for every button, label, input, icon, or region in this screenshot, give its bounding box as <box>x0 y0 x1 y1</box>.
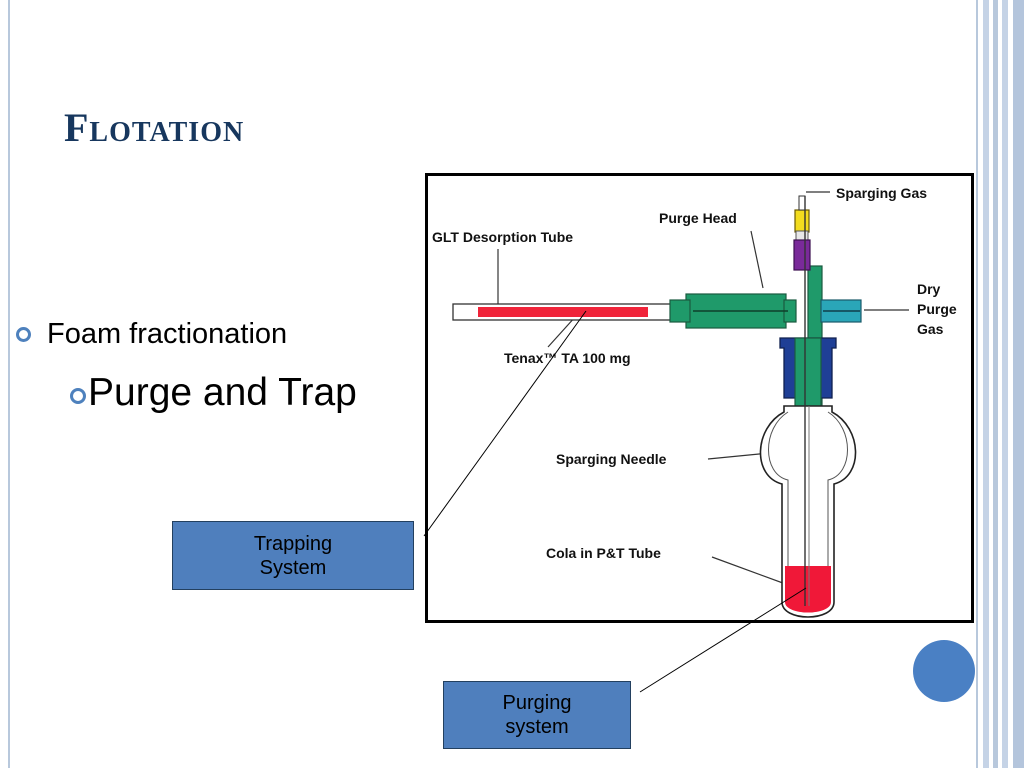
leader-cola <box>711 556 792 587</box>
bullet-ring-icon <box>16 327 31 342</box>
label-purge: Purge <box>917 301 957 317</box>
right-border-stripe <box>976 0 978 768</box>
leader-tenax <box>547 315 577 348</box>
right-border-stripe <box>1002 0 1008 768</box>
accent-circle <box>913 640 975 702</box>
left-border-rule <box>8 0 10 768</box>
diagram-canvas: Sparging Gas Purge Head GLT Desorption T… <box>432 185 957 618</box>
label-gas: Gas <box>917 321 944 337</box>
label-sparging-gas: Sparging Gas <box>836 185 927 201</box>
label-glt-tube: GLT Desorption Tube <box>432 229 573 245</box>
right-border-stripe <box>1013 0 1024 768</box>
label-cola: Cola in P&T Tube <box>546 545 661 561</box>
right-border-stripe <box>993 0 998 768</box>
label-purge-head: Purge Head <box>659 210 737 226</box>
purging-connector <box>639 587 807 693</box>
label-sparging-needle: Sparging Needle <box>556 451 667 467</box>
bullet-foam-fractionation: Foam fractionation <box>47 318 288 350</box>
trapping-connector <box>423 310 587 537</box>
leader-purge-head <box>750 230 764 289</box>
callout-trapping-label: Trapping System <box>253 532 333 579</box>
cola-liquid <box>785 566 831 613</box>
label-dry: Dry <box>917 281 941 297</box>
label-tenax: Tenax™ TA 100 mg <box>504 350 631 366</box>
purge-trap-diagram: Sparging Gas Purge Head GLT Desorption T… <box>425 173 974 623</box>
callout-purging-system: Purging system <box>443 681 631 749</box>
pt-tube-glass <box>759 405 857 618</box>
right-border-stripe <box>983 0 989 768</box>
tenax-sorbent-bed <box>478 307 648 317</box>
callout-trapping-system: Trapping System <box>172 521 414 590</box>
bullet-ring-icon <box>70 388 86 404</box>
callout-purging-label: Purging system <box>502 692 572 738</box>
bullet-purge-and-trap: Purge and Trap <box>88 371 357 414</box>
slide-title: Flotation <box>64 105 245 150</box>
